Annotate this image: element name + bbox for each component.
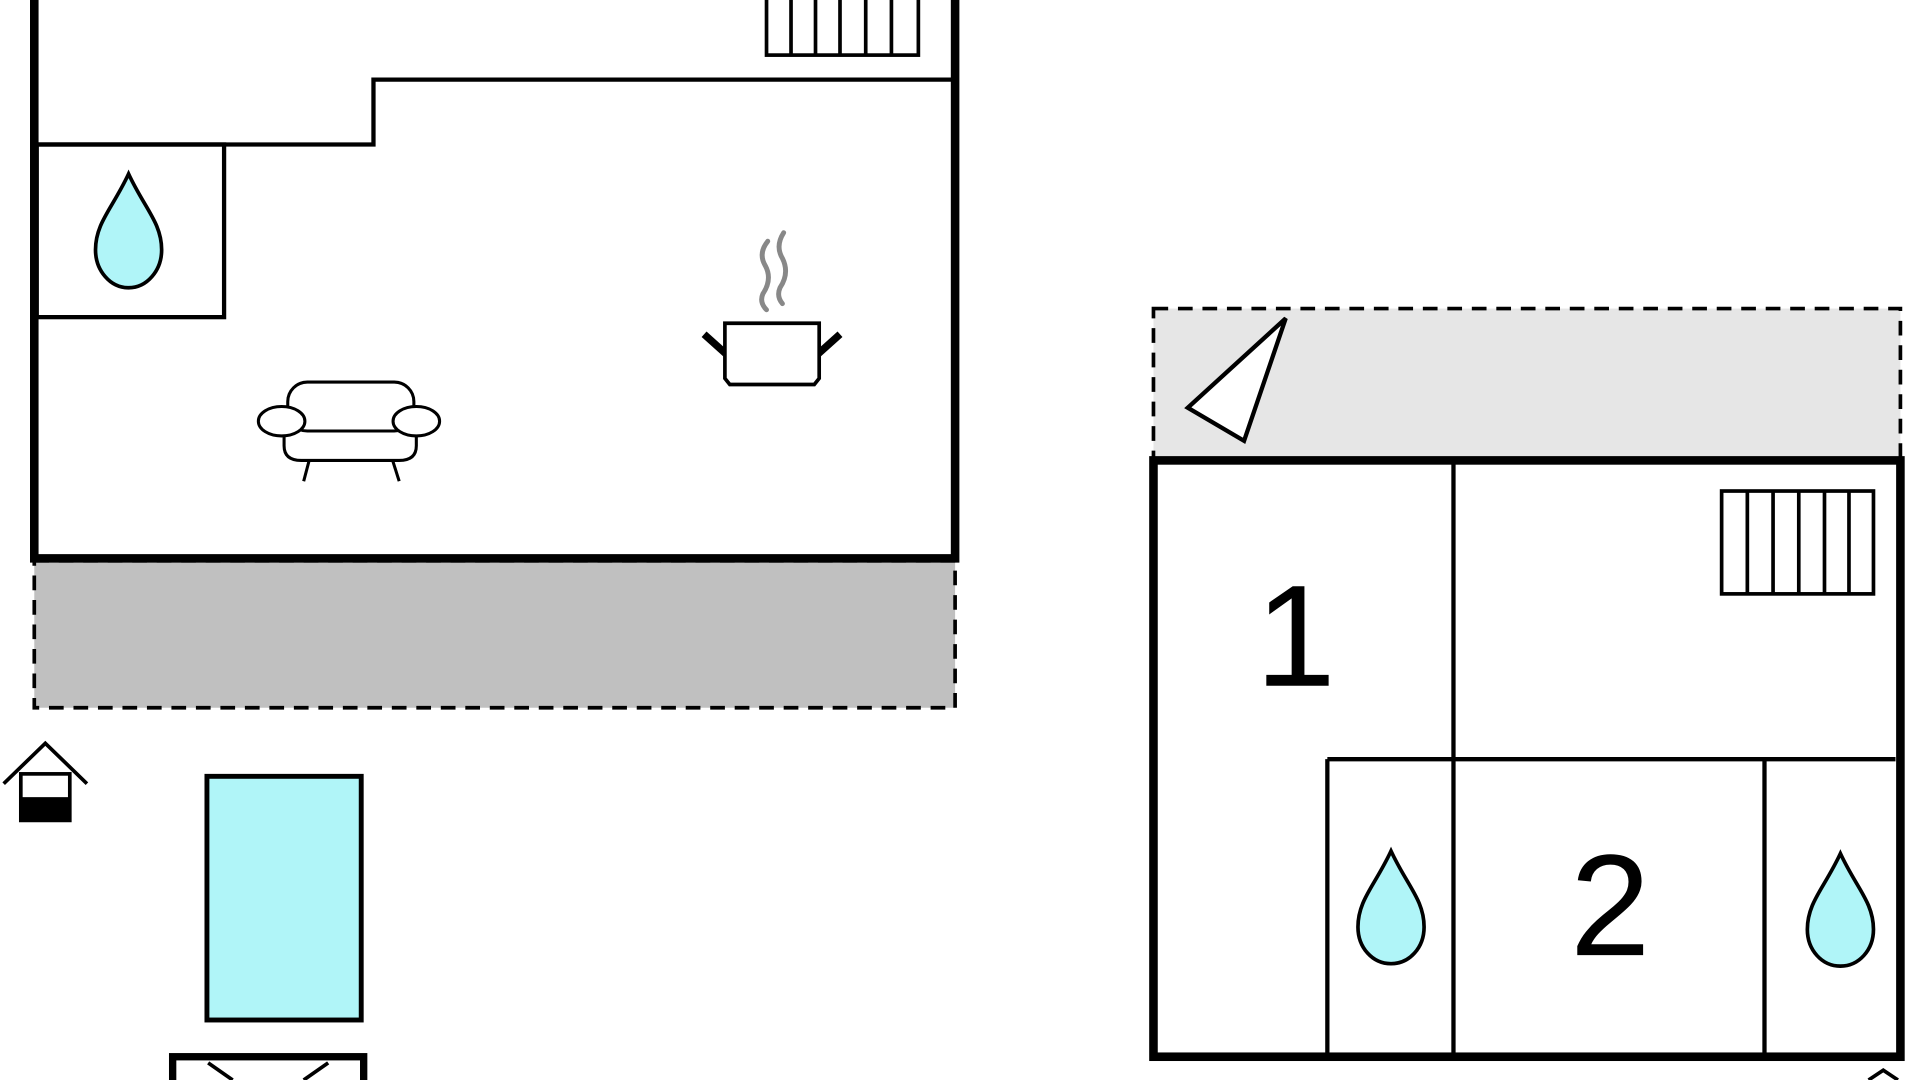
pool	[204, 773, 364, 1023]
left-building-outline	[30, 0, 960, 563]
bathroom-water-drop-icon	[1356, 846, 1426, 966]
parking-icon	[2, 740, 89, 823]
kitchen-pot-icon	[701, 230, 843, 387]
right-building-outline	[1149, 456, 1905, 1062]
room-label-2: 2	[1570, 824, 1650, 986]
stairs-icon	[764, 0, 921, 57]
left-building	[30, 0, 960, 710]
window-icon	[168, 1053, 368, 1080]
room-label-1: 1	[1255, 555, 1335, 717]
sofa-icon	[256, 380, 442, 482]
terrace-area	[32, 558, 957, 710]
direction-triangle-icon	[1184, 316, 1288, 444]
bathroom	[34, 142, 227, 320]
stairs-icon	[1719, 489, 1876, 596]
corner-mark	[1867, 1067, 1899, 1080]
bathroom-water-drop-icon	[93, 169, 164, 290]
bathroom-water-drop-icon	[1805, 849, 1876, 968]
terrace-area	[1151, 306, 1903, 463]
interior-wall	[36, 77, 952, 147]
right-building: 1 2	[1149, 306, 1905, 1080]
